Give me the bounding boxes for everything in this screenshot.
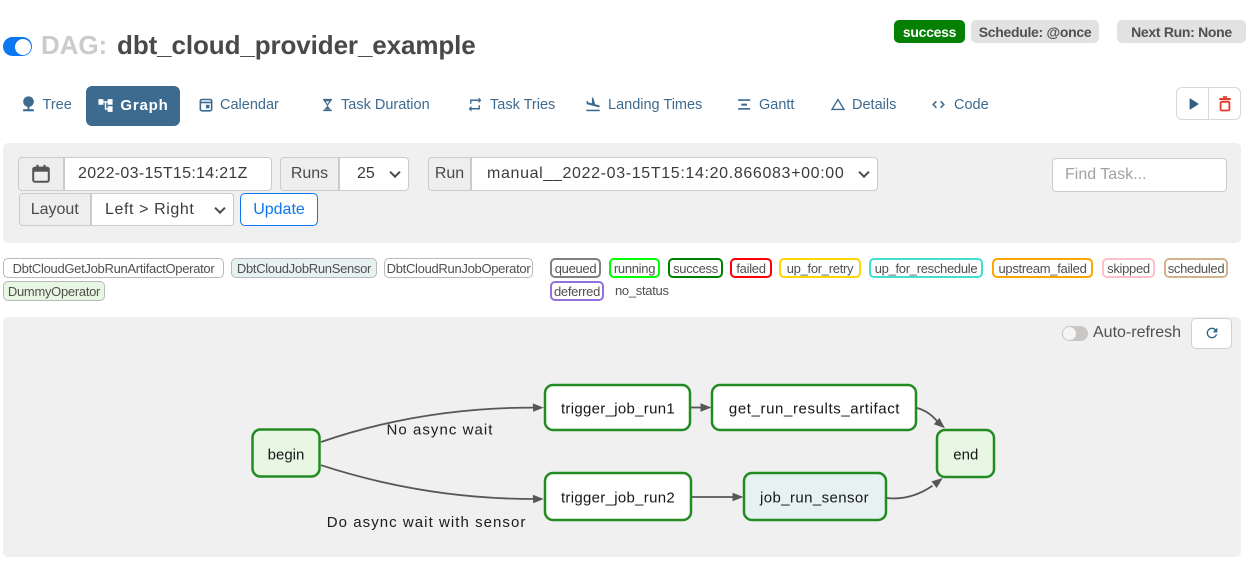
svg-text:begin: begin	[268, 446, 305, 463]
svg-text:No async wait: No async wait	[386, 421, 493, 438]
svg-text:trigger_job_run2: trigger_job_run2	[561, 490, 675, 507]
svg-text:end: end	[953, 447, 978, 464]
svg-text:get_run_results_artifact: get_run_results_artifact	[729, 401, 900, 418]
svg-text:trigger_job_run1: trigger_job_run1	[561, 401, 675, 418]
svg-text:Do async wait with sensor: Do async wait with sensor	[327, 514, 527, 531]
svg-text:job_run_sensor: job_run_sensor	[759, 490, 869, 507]
